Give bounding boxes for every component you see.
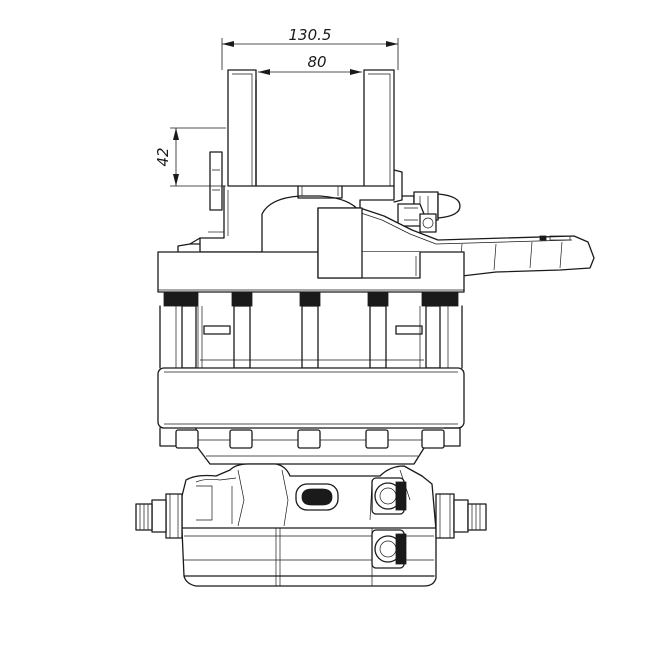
dimension-overall-width: 130.5 bbox=[221, 26, 399, 70]
dimension-label-height: 42 bbox=[154, 147, 172, 166]
rotator-neck bbox=[197, 447, 425, 465]
right-fitting bbox=[435, 493, 487, 539]
upper-flange bbox=[157, 207, 465, 293]
rotor-body bbox=[159, 305, 463, 369]
dimension-label-inner-width: 80 bbox=[307, 53, 326, 71]
dimension-label-overall-width: 130.5 bbox=[289, 26, 332, 44]
upper-nut-row bbox=[163, 291, 459, 307]
lower-nut-row bbox=[159, 427, 461, 449]
middle-ring bbox=[157, 367, 465, 429]
motor-housing bbox=[181, 463, 437, 587]
dimension-height: 42 bbox=[154, 127, 226, 187]
dimension-inner-width: 80 bbox=[258, 53, 362, 75]
left-fitting bbox=[135, 493, 183, 539]
